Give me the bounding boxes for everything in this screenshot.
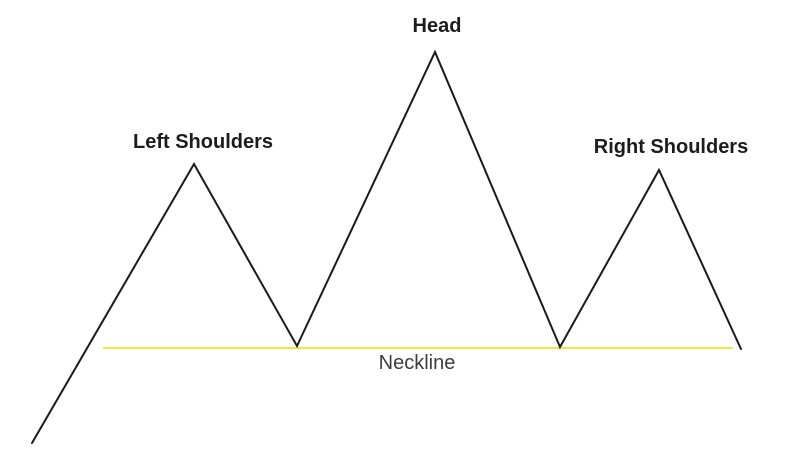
label-left-shoulder: Left Shoulders (132, 131, 274, 153)
label-head: Head (412, 15, 462, 37)
label-neckline: Neckline (378, 352, 456, 374)
price-pattern-line (31, 49, 742, 444)
label-right-shoulder: Right Shoulders (593, 136, 749, 158)
